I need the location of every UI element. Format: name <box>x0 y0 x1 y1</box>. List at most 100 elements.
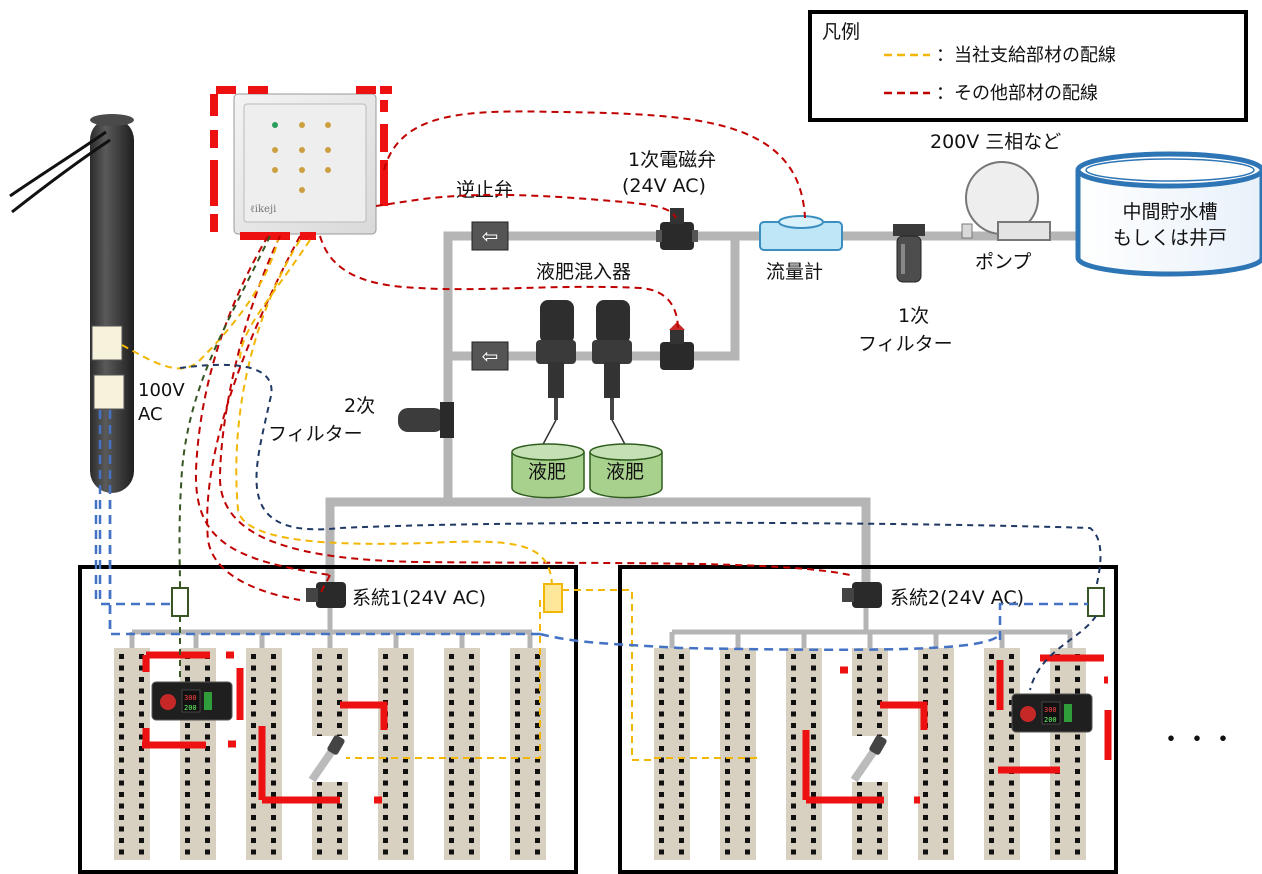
drip-emitter <box>745 677 750 682</box>
drip-emitter <box>1009 654 1014 659</box>
tank-label-2: もしくは井戸 <box>1113 227 1227 249</box>
drip-emitter <box>317 826 322 832</box>
drip-emitter <box>205 815 210 820</box>
drip-emitter <box>659 815 664 820</box>
drip-emitter <box>989 826 994 832</box>
drip-emitter <box>725 780 730 786</box>
controller-box-red-dashes <box>210 86 392 240</box>
drip-emitter <box>679 665 684 671</box>
drip-emitter <box>383 654 388 659</box>
drip-emitter <box>185 792 190 797</box>
drip-emitter <box>791 769 796 774</box>
drip-emitter <box>923 654 928 659</box>
drip-emitter <box>725 826 730 832</box>
drip-emitter <box>943 815 948 820</box>
system2-sensor-wiring <box>1029 615 1097 691</box>
drip-emitter <box>679 723 684 728</box>
drip-emitter <box>1075 803 1080 809</box>
drip-emitter <box>403 654 408 659</box>
legend-title: 凡例 <box>822 21 860 43</box>
drip-emitter <box>679 803 684 809</box>
drip-emitter <box>989 803 994 809</box>
drip-emitter <box>271 803 276 809</box>
drip-emitter <box>943 780 948 786</box>
drip-emitter <box>791 700 796 705</box>
drip-emitter <box>679 780 684 786</box>
drip-emitter <box>811 700 816 705</box>
drip-emitter <box>679 792 684 797</box>
drip-emitter <box>205 746 210 751</box>
drip-emitter <box>725 677 730 682</box>
drip-emitter <box>469 757 474 763</box>
power-wiring <box>94 410 1088 652</box>
soil-sensor-probe-2-icon <box>844 735 892 783</box>
drip-emitter <box>923 677 928 682</box>
drip-emitter <box>515 803 520 809</box>
drip-emitter <box>1055 734 1060 740</box>
breaker-box-icon <box>91 325 123 361</box>
controller-box: ℓikeji <box>233 93 377 235</box>
drip-emitter <box>679 769 684 774</box>
system1-label: 系統1(24V AC) <box>352 587 486 609</box>
secondary-filter-icon <box>398 402 454 438</box>
drip-emitter <box>449 838 454 843</box>
drip-emitter <box>271 746 276 751</box>
drip-emitter <box>337 803 342 809</box>
drip-emitter <box>989 723 994 728</box>
drip-emitter <box>271 688 276 694</box>
drip-emitter <box>271 677 276 682</box>
drip-emitter <box>659 803 664 809</box>
drip-emitter <box>317 711 322 717</box>
drip-emitter <box>469 734 474 740</box>
system2-solenoid-valve-icon <box>842 582 882 608</box>
drip-emitter <box>205 769 210 774</box>
drip-emitter <box>119 688 124 694</box>
drip-emitter <box>943 757 948 763</box>
drip-emitter <box>535 665 540 671</box>
drip-emitter <box>1055 757 1060 763</box>
drip-emitter <box>745 792 750 797</box>
drip-emitter <box>139 815 144 820</box>
planting-bed <box>1050 648 1086 860</box>
drip-emitter <box>535 746 540 751</box>
drip-emitter <box>1055 780 1060 786</box>
drip-emitter <box>989 815 994 820</box>
planting-bed <box>378 648 414 860</box>
drip-emitter <box>449 734 454 740</box>
drip-emitter <box>251 711 256 717</box>
drip-emitter <box>725 700 730 705</box>
drip-emitter <box>271 665 276 671</box>
drip-emitter <box>745 815 750 820</box>
drip-emitter <box>811 757 816 763</box>
drip-emitter <box>251 849 256 855</box>
drip-emitter <box>1075 780 1080 786</box>
drip-emitter <box>317 700 322 705</box>
drip-emitter <box>1055 815 1060 820</box>
drip-emitter <box>403 723 408 728</box>
drip-emitter <box>659 665 664 671</box>
secondary-filter-label-2: フィルター <box>268 423 363 445</box>
drip-emitter <box>923 688 928 694</box>
drip-emitter <box>515 780 520 786</box>
drip-emitter <box>659 677 664 682</box>
drip-emitter <box>857 723 862 728</box>
drip-emitter <box>251 792 256 797</box>
drip-emitter <box>251 734 256 740</box>
drip-emitter <box>139 665 144 671</box>
drip-emitter <box>877 665 882 671</box>
drip-emitter <box>119 769 124 774</box>
drip-emitter <box>185 665 190 671</box>
drip-emitter <box>1009 734 1014 740</box>
supplied-sensor-node <box>543 583 563 613</box>
drip-emitter <box>943 792 948 797</box>
drip-emitter <box>185 677 190 682</box>
drip-emitter <box>271 654 276 659</box>
drip-emitter <box>119 654 124 659</box>
drip-emitter <box>251 838 256 843</box>
drip-emitter <box>535 838 540 843</box>
drip-emitter <box>271 838 276 843</box>
drip-emitter <box>317 677 322 682</box>
field-controller-1-icon: 300 200 <box>151 681 233 721</box>
supplied-wiring <box>121 239 760 761</box>
drip-emitter <box>337 792 342 797</box>
